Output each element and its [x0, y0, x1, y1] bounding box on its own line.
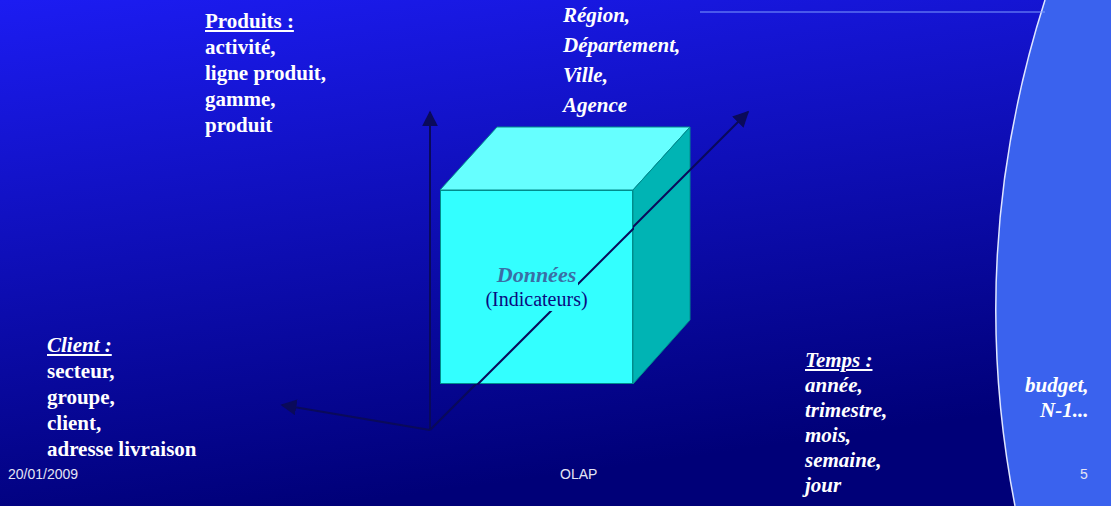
- geography-level: Région,: [563, 0, 630, 30]
- product-level: gamme,: [205, 86, 276, 112]
- slide-date: 20/01/2009: [8, 466, 78, 482]
- geography-level: Ville,: [563, 60, 608, 90]
- product-level: ligne produit,: [205, 60, 326, 86]
- dimension-heading: Produits :: [205, 8, 294, 34]
- slide-footer: OLAP: [560, 466, 597, 482]
- product-level: activité,: [205, 34, 276, 60]
- time-level: jour: [805, 473, 841, 498]
- slide-number: 5: [1080, 466, 1088, 482]
- time-level: N-1...: [1040, 398, 1088, 423]
- axis-geography: [430, 112, 748, 430]
- dimension-heading: Temps :: [805, 348, 872, 373]
- client-level: adresse livraison: [47, 436, 197, 462]
- cube-side-face: [633, 127, 690, 384]
- time-level: budget,: [1025, 373, 1089, 398]
- axis-client: [282, 405, 430, 430]
- geography-level: Département,: [563, 30, 680, 60]
- time-level: trimestre,: [805, 398, 887, 423]
- client-level: client,: [47, 410, 101, 436]
- cube-front-face: Données(Indicateurs): [440, 190, 633, 384]
- time-level: mois,: [805, 423, 851, 448]
- product-level: produit: [205, 112, 272, 138]
- client-level: groupe,: [47, 384, 115, 410]
- client-level: secteur,: [47, 358, 114, 384]
- time-level: année,: [805, 373, 863, 398]
- axis-products: [429, 112, 431, 430]
- axis-geography-segment: [477, 228, 634, 385]
- time-level: semaine,: [805, 448, 881, 473]
- side-panel: [996, 0, 1111, 506]
- header-rule: [700, 12, 1045, 13]
- node-subtitle: (Indicateurs): [483, 287, 589, 311]
- side-arc: [996, 0, 1045, 506]
- node-title: Données: [495, 263, 578, 287]
- geography-level: Agence: [563, 90, 627, 120]
- dimension-heading: Client :: [47, 332, 112, 358]
